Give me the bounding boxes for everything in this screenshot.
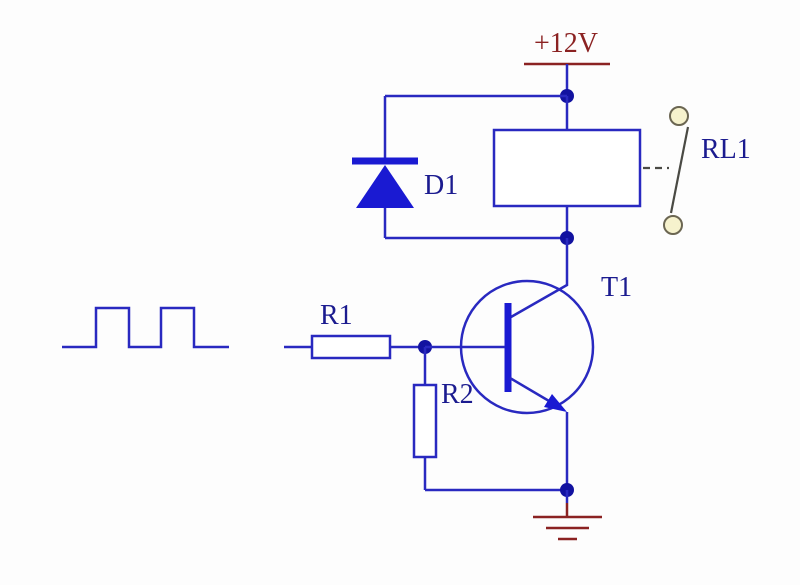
power-supply: +12V [524,28,610,103]
square-wave-signal [62,306,229,349]
diode-triangle [356,165,414,208]
input-waveform [62,306,229,349]
relay-coil-body [492,128,642,208]
r1-body [310,334,392,360]
relay-contacts: RL1 [643,106,751,235]
supply-voltage-label: +12V [534,28,598,59]
r2-body [412,383,438,459]
collector-lead [510,238,569,319]
r2-label: R2 [441,379,474,410]
transistor: T1 [425,238,632,490]
transistor-label: T1 [601,272,632,303]
diode-label: D1 [424,170,458,201]
flyback-diode: D1 [352,157,458,208]
diode-branch-wires [383,94,567,240]
contact-switch-arm [669,126,690,214]
ground-symbol [533,483,602,541]
contact-terminal-bottom [663,215,683,235]
contact-terminal-top [669,106,689,126]
relay-contact-label: RL1 [701,134,751,165]
relay-coil [492,96,642,245]
emitter-lead [509,376,550,403]
r1-label: R1 [320,300,353,331]
resistor-r2: R2 [412,347,567,492]
emitter-arrow [544,394,567,412]
resistor-r1: R1 [284,300,432,360]
